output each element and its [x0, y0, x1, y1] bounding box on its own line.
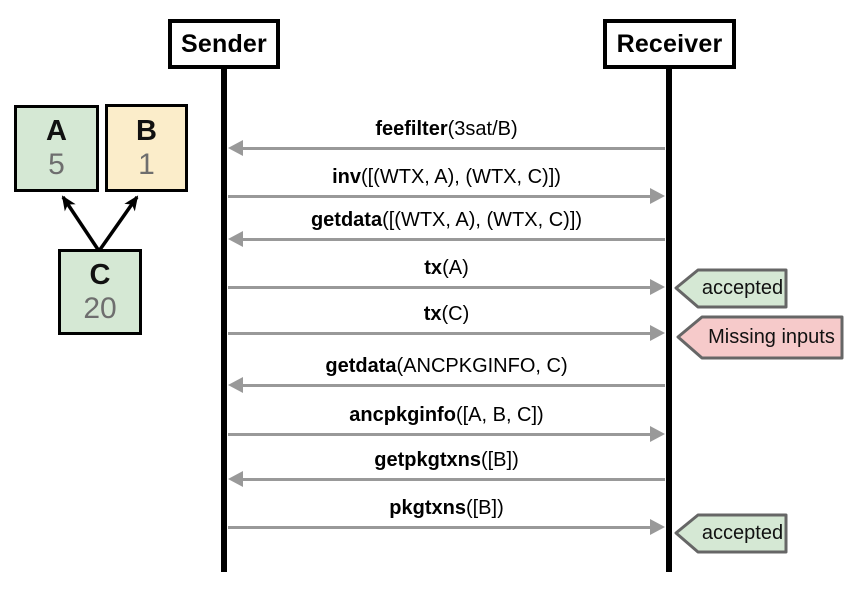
edge-c-to-b	[97, 195, 139, 253]
actor-receiver: Receiver	[603, 19, 736, 69]
arrowhead-left-icon	[228, 140, 243, 156]
message-arrow-line	[243, 147, 665, 150]
message-arrow-line	[243, 384, 665, 387]
tx-node-a: A 5	[14, 105, 99, 192]
result-badge-missing-inputs: Missing inputs	[675, 314, 846, 361]
tx-node-c-label: C	[89, 258, 111, 291]
result-badge-accepted: accepted	[673, 512, 790, 555]
message-arrow-line	[228, 332, 650, 335]
message-label: tx(C)	[423, 303, 470, 325]
message-arrow-line	[243, 478, 665, 481]
sender-lifeline	[221, 69, 227, 572]
message-arrow-line	[228, 286, 650, 289]
arrowhead-right-icon	[650, 188, 665, 204]
message-label: tx(A)	[424, 257, 469, 279]
arrowhead-left-icon	[228, 471, 243, 487]
message-arrow-line	[228, 433, 650, 436]
arrowhead-right-icon	[650, 279, 665, 295]
arrowhead-right-icon	[650, 325, 665, 341]
tx-node-b-label: B	[136, 114, 157, 147]
arrowhead-right-icon	[650, 519, 665, 535]
arrowhead-left-icon	[228, 231, 243, 247]
message-arrow-line	[228, 195, 650, 198]
message-label: getdata(ANCPKGINFO, C)	[325, 355, 568, 377]
tx-node-b: B 1	[105, 104, 188, 192]
message-arrow-line	[243, 238, 665, 241]
message-label: pkgtxns([B])	[389, 497, 504, 519]
actor-sender: Sender	[168, 19, 280, 69]
edge-c-to-a	[61, 195, 101, 252]
receiver-lifeline	[666, 69, 672, 572]
message-arrow-line	[228, 526, 650, 529]
badge-label: Missing inputs	[708, 326, 835, 348]
tx-node-b-value: 1	[138, 147, 155, 181]
badge-tag-shape	[676, 315, 844, 360]
badge-label: accepted	[701, 522, 784, 544]
tx-node-c-value: 20	[83, 291, 117, 325]
message-label: inv([(WTX, A), (WTX, C)])	[332, 166, 561, 188]
badge-label: accepted	[701, 277, 784, 299]
arrowhead-right-icon	[650, 426, 665, 442]
message-label: getpkgtxns([B])	[374, 449, 519, 471]
tx-node-c: C 20	[58, 249, 142, 335]
badge-tag-shape	[674, 513, 788, 554]
tx-node-a-value: 5	[48, 148, 65, 181]
actor-receiver-label: Receiver	[616, 29, 723, 58]
message-label: ancpkginfo([A, B, C])	[349, 404, 544, 426]
arrowhead-left-icon	[228, 377, 243, 393]
result-badge-accepted: accepted	[673, 267, 790, 310]
actor-sender-label: Sender	[181, 29, 267, 58]
tx-node-a-label: A	[46, 115, 67, 147]
badge-tag-shape	[674, 268, 788, 309]
message-label: getdata([(WTX, A), (WTX, C)])	[310, 209, 583, 231]
message-label: feefilter(3sat/B)	[375, 118, 518, 140]
